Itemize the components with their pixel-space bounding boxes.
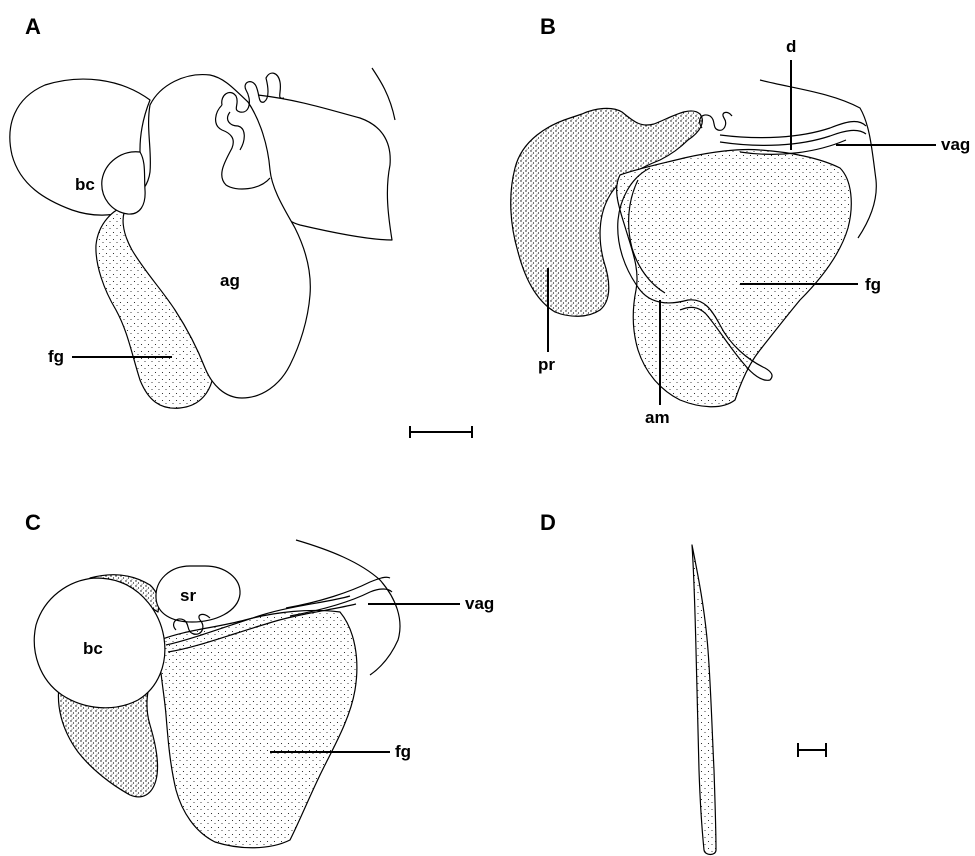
panel-a-label-fg: fg	[48, 347, 64, 366]
panel-d: D	[540, 510, 826, 855]
panel-a-label-ag: ag	[220, 271, 240, 290]
panel-c-label-vag: vag	[465, 594, 494, 613]
panel-d-stylet	[692, 545, 716, 855]
panel-c-label-sr: sr	[180, 586, 196, 605]
panel-a-upper-membrane	[372, 68, 395, 120]
panel-a: A bc ag fg	[10, 14, 472, 438]
panel-b-label-pr: pr	[538, 355, 555, 374]
panel-b-female-gland	[617, 149, 852, 406]
panel-b-letter: B	[540, 14, 556, 39]
panel-c: C sr bc vag fg	[25, 510, 494, 848]
panel-b-coiled-duct	[700, 112, 732, 130]
panel-a-label-bc: bc	[75, 175, 95, 194]
panel-c-seminal-receptacle	[156, 566, 240, 622]
panel-b-label-d: d	[786, 37, 796, 56]
panel-b-label-vag: vag	[941, 135, 970, 154]
panel-c-label-bc: bc	[83, 639, 103, 658]
panel-c-letter: C	[25, 510, 41, 535]
panel-b-vagina-upper	[720, 122, 866, 138]
panel-a-letter: A	[25, 14, 41, 39]
panel-c-female-gland	[160, 610, 357, 847]
panel-b-vagina-lower	[720, 130, 866, 145]
panel-b-label-fg: fg	[865, 275, 881, 294]
panel-d-letter: D	[540, 510, 556, 535]
panel-b-label-am: am	[645, 408, 670, 427]
panel-c-label-fg: fg	[395, 742, 411, 761]
panel-b: B d vag fg pr am	[511, 14, 971, 427]
